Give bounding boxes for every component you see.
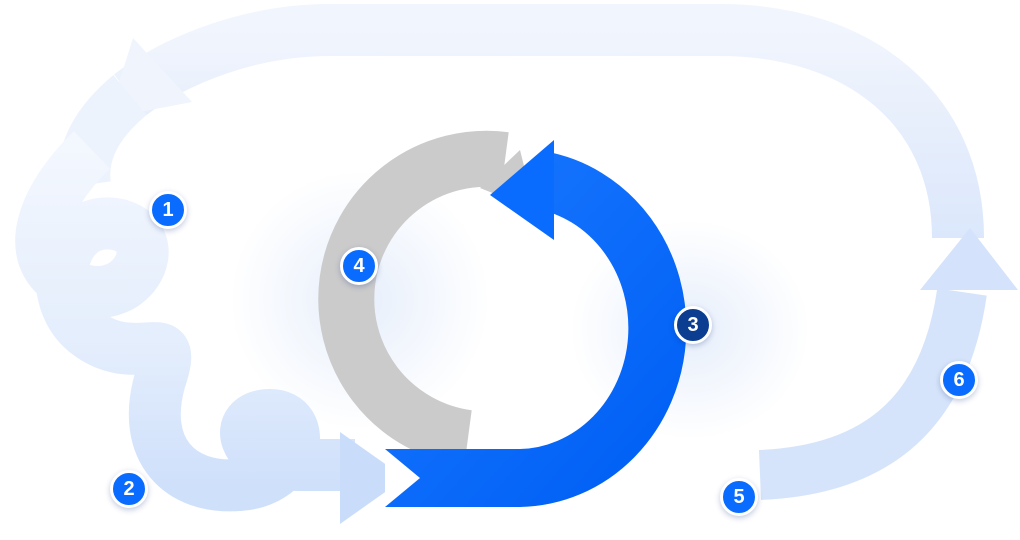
step-badge-4-label: 4 [353,255,365,277]
step-6-arrowhead [920,228,1018,290]
step-badge-3: 3 [674,306,712,344]
step-3-blue-loop [385,151,687,507]
step-6-arrow-shaft [758,288,987,500]
return-loop-arrow-shaft [114,3,984,239]
step-2-arrowhead [340,432,405,524]
step-badge-4: 4 [340,247,378,285]
step-3-blue-tail-notch [385,449,420,507]
step-badge-3-label: 3 [687,314,699,336]
step-3-blue-arrowhead [490,140,554,240]
step-badge-2-label: 2 [123,478,135,500]
step-1-2-squiggle [15,131,355,512]
step-badge-5: 5 [720,478,758,516]
step-badge-5-label: 5 [733,486,745,508]
step-badge-6-label: 6 [953,369,965,391]
step-badge-2: 2 [110,470,148,508]
step-badge-6: 6 [940,361,978,399]
step-badge-1-label: 1 [162,199,174,221]
step-badge-1: 1 [149,191,187,229]
